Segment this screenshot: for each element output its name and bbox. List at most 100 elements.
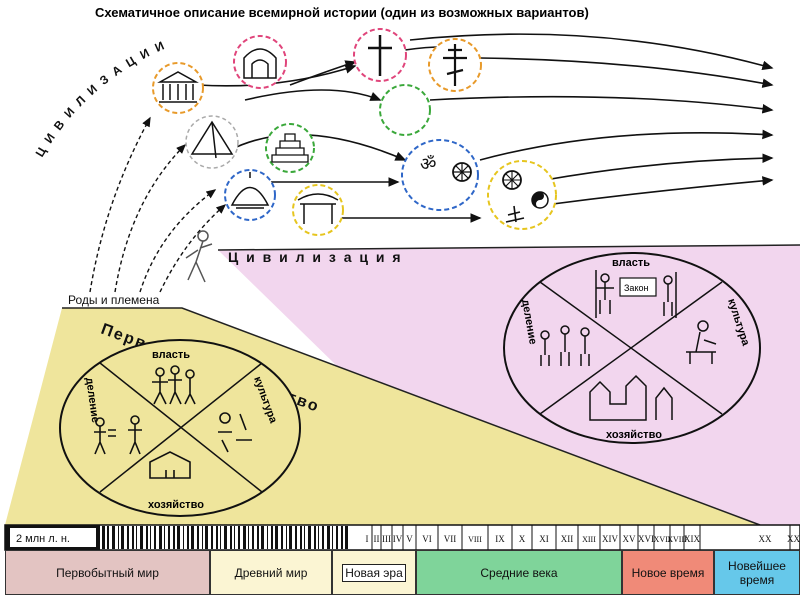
century-label: VIII xyxy=(468,535,482,544)
dharma-wheel-icon xyxy=(452,162,472,182)
barcode-stripe xyxy=(211,526,213,549)
century-label: XVIII xyxy=(667,535,687,544)
barcode-stripe xyxy=(164,526,165,549)
barcode-stripe xyxy=(318,526,319,549)
century-label: XV xyxy=(623,534,636,544)
barcode-stripe xyxy=(332,526,333,549)
period-band: Новое время xyxy=(622,550,714,595)
barcode-stripe xyxy=(234,526,235,549)
timeline-start-label: 2 млн л. н. xyxy=(16,533,70,545)
barcode-stripe xyxy=(220,526,221,549)
century-label: XVII xyxy=(654,535,671,544)
barcode-stripe xyxy=(238,526,240,549)
barcode-stripe xyxy=(121,526,124,549)
barcode-stripe xyxy=(308,526,311,549)
prim-power-label: власть xyxy=(152,349,190,361)
period-label: Средние века xyxy=(480,565,558,580)
barcode-stripe xyxy=(252,526,254,549)
church-icon xyxy=(233,35,287,89)
century-label: XII xyxy=(561,534,574,544)
barcode-stripe xyxy=(205,526,208,549)
barcode-stripe xyxy=(140,526,143,549)
century-label: XI xyxy=(539,534,549,544)
barcode-stripe xyxy=(216,526,218,549)
barcode-stripe xyxy=(322,526,324,549)
period-label: Новая эра xyxy=(342,563,406,582)
century-label: IX xyxy=(495,534,505,544)
century-label: XX xyxy=(759,534,772,544)
ziggurat-icon xyxy=(265,123,315,173)
om-icon: ॐ xyxy=(401,139,479,211)
civilizations-curved-label: Ц И В И Л И З А Ц И И xyxy=(33,38,168,160)
century-label: XIV xyxy=(602,534,618,544)
civilization-title: Ц и в и л и з а ц и я xyxy=(228,249,403,265)
barcode-stripe xyxy=(345,526,348,549)
primitive-man-figure xyxy=(185,230,213,283)
barcode-stripe xyxy=(230,526,232,549)
barcode-stripe xyxy=(286,526,287,549)
tribe-arrows xyxy=(89,116,227,293)
primitive-society-wheel: власть деление культура хозяйство xyxy=(59,339,301,517)
law-scroll-label: Закон xyxy=(624,283,648,293)
barcode-stripe xyxy=(275,526,278,549)
period-band: Первобытный мир xyxy=(5,550,210,595)
tribes-label: Роды и племена xyxy=(68,293,160,307)
century-label: X xyxy=(519,534,526,544)
barcode-stripe xyxy=(261,526,264,549)
century-label: XIII xyxy=(582,535,596,544)
barcode-stripe xyxy=(168,526,170,549)
century-label: V xyxy=(406,534,413,544)
barcode-stripe xyxy=(202,526,203,549)
period-band: Средние века xyxy=(416,550,622,595)
barcode-stripe xyxy=(187,526,189,549)
orthodox-cross-icon xyxy=(428,38,482,92)
barcode-stripe xyxy=(248,526,249,549)
svg-text:ॐ: ॐ xyxy=(420,154,436,175)
period-band: Новая эра xyxy=(332,550,416,595)
barcode-stripe xyxy=(341,526,343,549)
barcode-stripe xyxy=(146,526,148,549)
barcode-stripe xyxy=(150,526,151,549)
timeline-barcode xyxy=(102,526,348,549)
barcode-stripe xyxy=(132,526,134,549)
century-label: XVI xyxy=(638,534,654,544)
page-title: Схематичное описание всемирной истории (… xyxy=(95,5,589,20)
barcode-stripe xyxy=(289,526,292,549)
century-label: XXI xyxy=(787,534,800,544)
barcode-stripe xyxy=(136,526,137,549)
barcode-stripe xyxy=(224,526,227,549)
barcode-stripe xyxy=(267,526,268,549)
century-label: VI xyxy=(422,534,432,544)
crescent-icon xyxy=(379,84,431,136)
barcode-stripe xyxy=(304,526,305,549)
barcode-stripe xyxy=(127,526,129,549)
barcode-stripe xyxy=(183,526,184,549)
prim-economy-label: хозяйство xyxy=(148,499,204,511)
pyramid-icon xyxy=(185,115,239,169)
civ-power-label: власть xyxy=(612,257,650,269)
barcode-stripe xyxy=(257,526,259,549)
century-label: VII xyxy=(444,534,457,544)
century-label: IV xyxy=(393,534,403,544)
stupa-icon xyxy=(224,169,276,221)
barcode-stripe xyxy=(295,526,297,549)
barcode-stripe xyxy=(159,526,162,549)
civilization-wheel: власть деление культура хозяйство Закон xyxy=(503,252,761,444)
barcode-stripe xyxy=(271,526,273,549)
shrine-icon xyxy=(292,184,344,236)
christian-cross-icon xyxy=(353,28,407,82)
period-band: Древний мир xyxy=(210,550,332,595)
barcode-stripe xyxy=(300,526,302,549)
barcode-stripe xyxy=(336,526,338,549)
barcode-stripe xyxy=(327,526,330,549)
temple-icon xyxy=(152,62,204,114)
barcode-stripe xyxy=(154,526,156,549)
period-label: Новейшее время xyxy=(728,558,786,587)
barcode-stripe xyxy=(191,526,194,549)
period-label: Первобытный мир xyxy=(56,565,159,580)
civ-economy-label: хозяйство xyxy=(606,429,662,441)
